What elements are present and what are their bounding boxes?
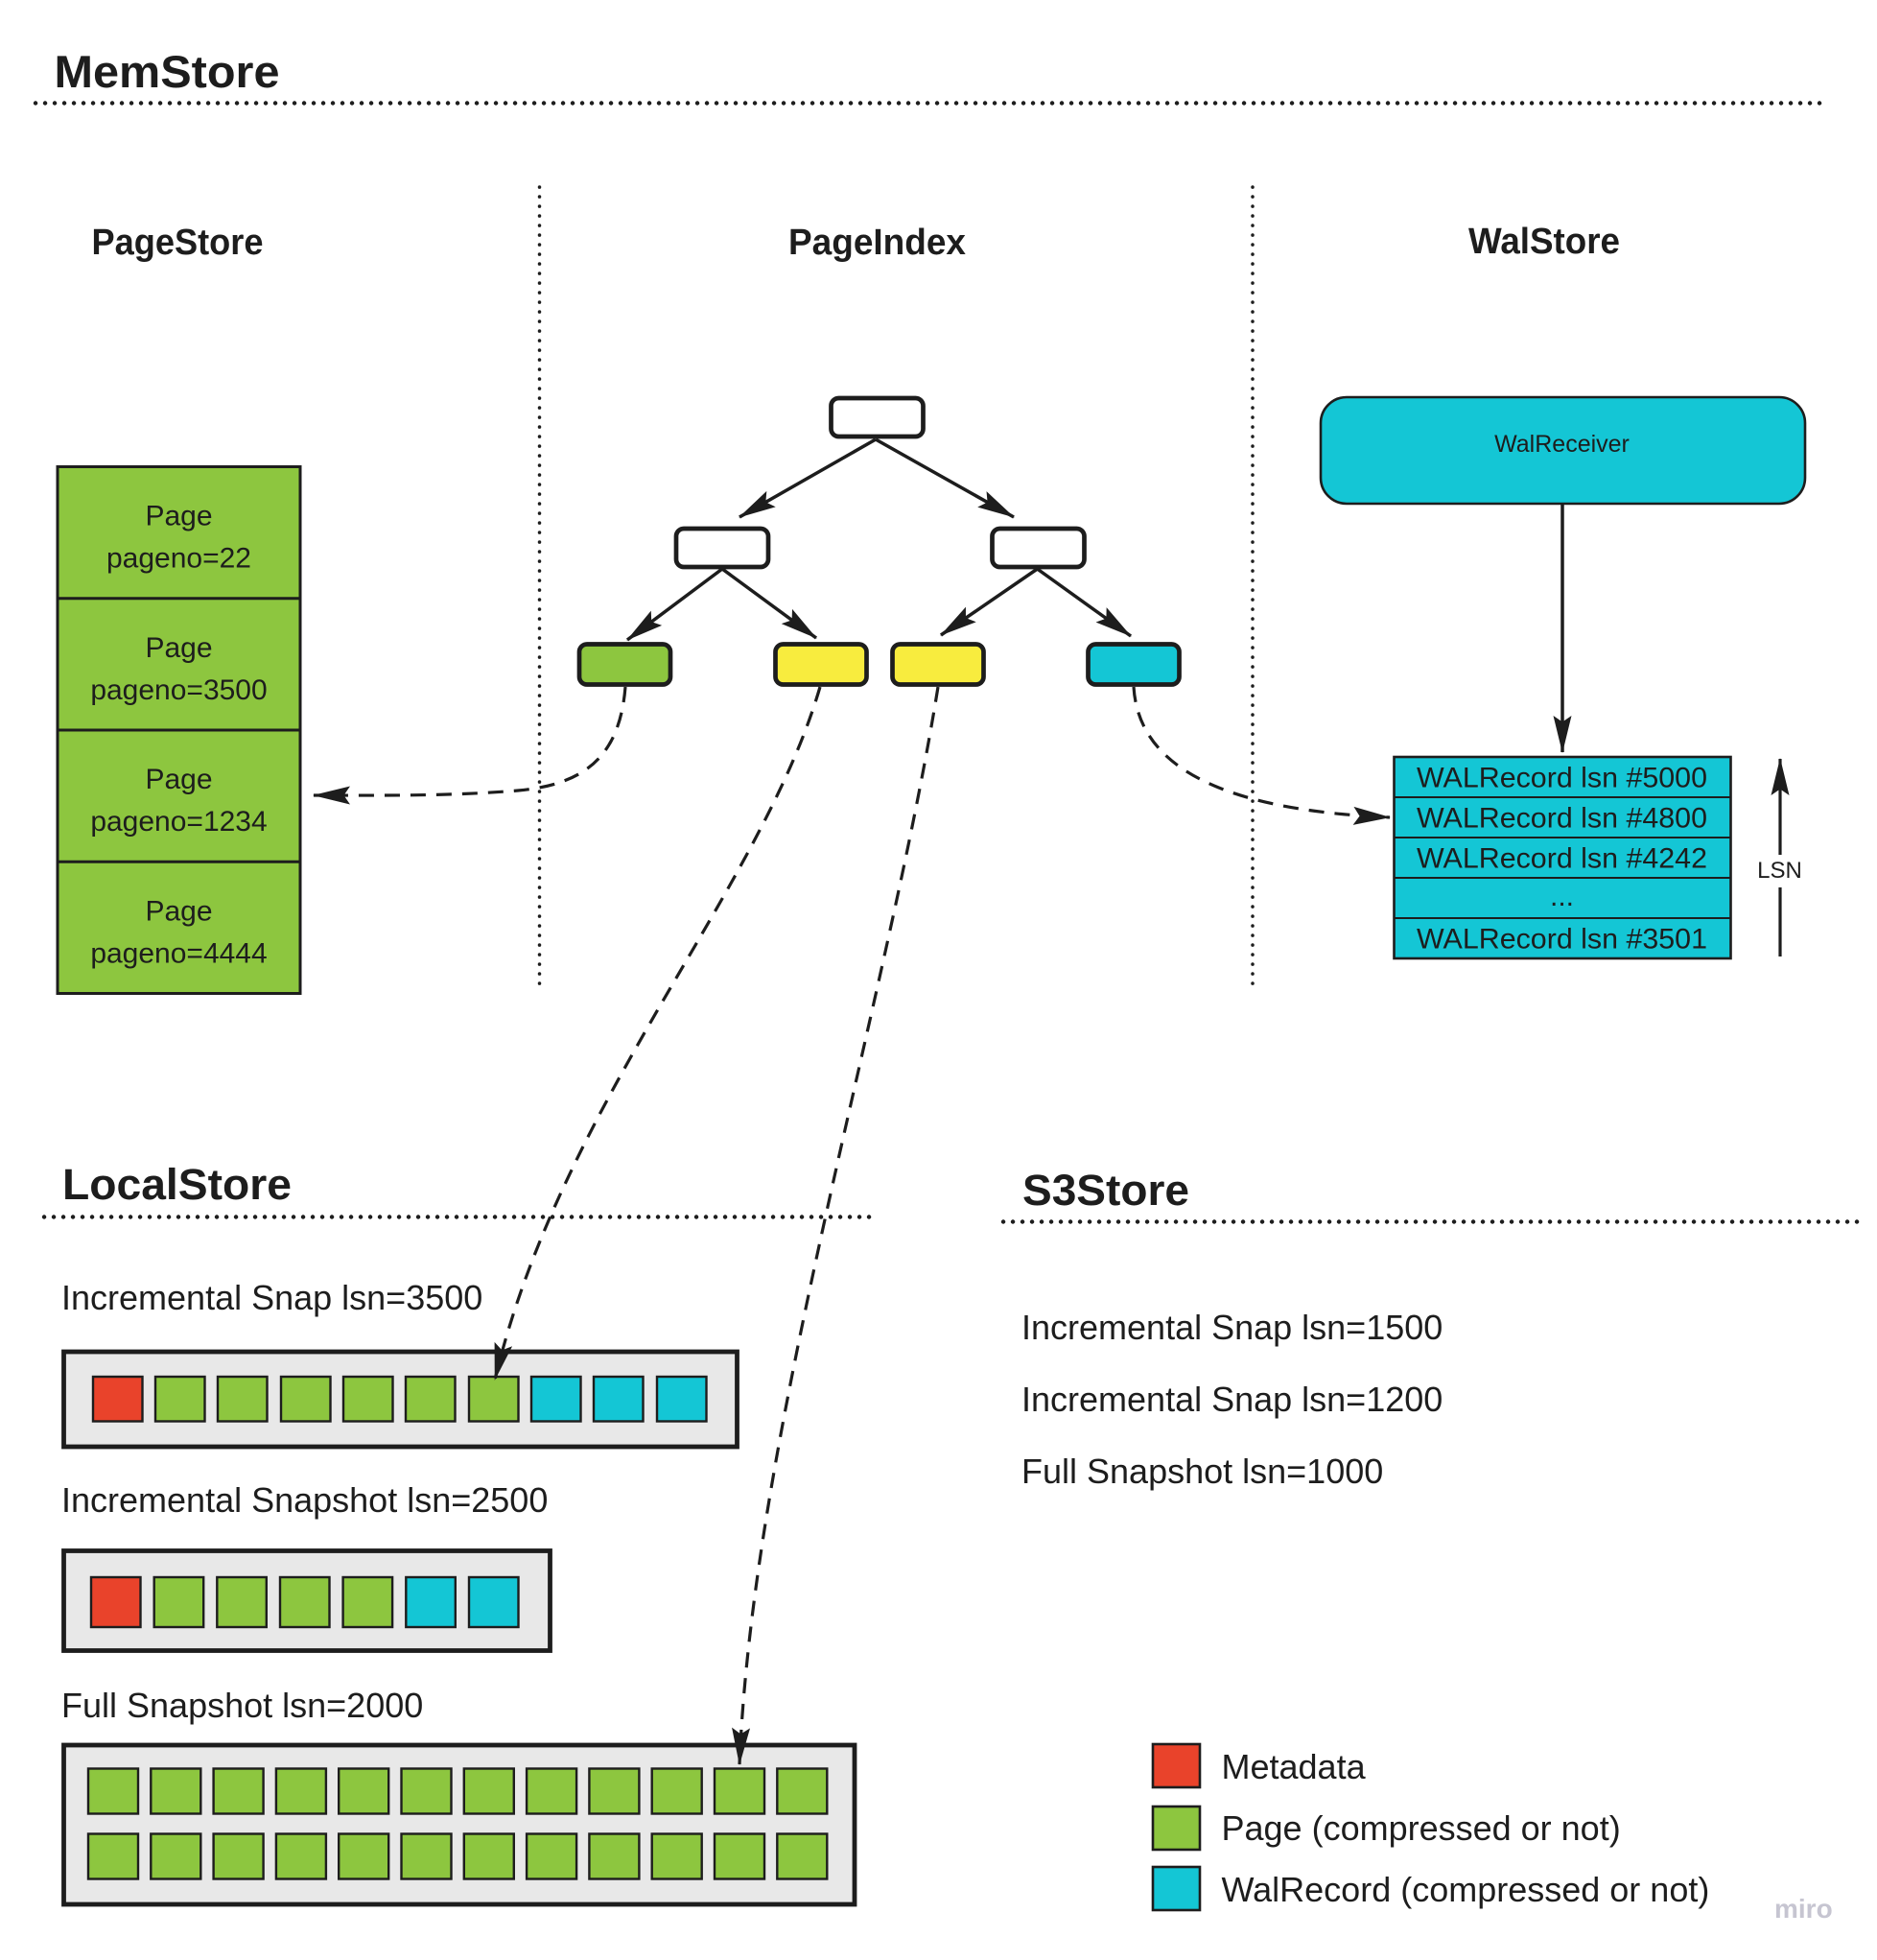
svg-text:Page (compressed or not): Page (compressed or not) — [1222, 1808, 1621, 1848]
svg-text:Incremental Snap lsn=1200: Incremental Snap lsn=1200 — [1021, 1380, 1443, 1419]
svg-text:pageno=22: pageno=22 — [106, 543, 251, 575]
svg-text:pageno=1234: pageno=1234 — [90, 806, 267, 838]
svg-text:WALRecord lsn #4800: WALRecord lsn #4800 — [1417, 803, 1707, 835]
svg-text:Page: Page — [145, 501, 212, 532]
svg-text:...: ... — [1550, 881, 1574, 912]
svg-text:WALRecord lsn #5000: WALRecord lsn #5000 — [1417, 763, 1707, 794]
svg-text:pageno=3500: pageno=3500 — [90, 674, 267, 706]
svg-text:pageno=4444: pageno=4444 — [90, 938, 267, 970]
svg-text:PageStore: PageStore — [92, 223, 264, 263]
svg-text:Incremental Snap lsn=1500: Incremental Snap lsn=1500 — [1021, 1308, 1443, 1347]
svg-text:WALRecord lsn #4242: WALRecord lsn #4242 — [1417, 843, 1707, 875]
svg-text:WalStore: WalStore — [1468, 222, 1620, 262]
svg-text:miro: miro — [1774, 1894, 1833, 1924]
svg-text:LocalStore: LocalStore — [62, 1160, 292, 1209]
svg-text:WalReceiver: WalReceiver — [1494, 431, 1630, 458]
svg-text:Incremental Snap lsn=3500: Incremental Snap lsn=3500 — [61, 1278, 482, 1317]
svg-text:PageIndex: PageIndex — [788, 223, 966, 263]
svg-text:Full Snapshot lsn=1000: Full Snapshot lsn=1000 — [1021, 1452, 1383, 1491]
svg-text:S3Store: S3Store — [1022, 1166, 1189, 1215]
svg-text:Page: Page — [145, 632, 212, 664]
svg-text:MemStore: MemStore — [55, 46, 280, 97]
svg-text:WALRecord lsn #3501: WALRecord lsn #3501 — [1417, 924, 1707, 956]
svg-text:LSN: LSN — [1757, 858, 1802, 884]
svg-text:Page: Page — [145, 896, 212, 928]
svg-text:Metadata: Metadata — [1222, 1747, 1367, 1786]
svg-text:Page: Page — [145, 764, 212, 795]
svg-text:WalRecord (compressed or not): WalRecord (compressed or not) — [1222, 1870, 1710, 1909]
svg-text:Full Snapshot lsn=2000: Full Snapshot lsn=2000 — [61, 1686, 423, 1725]
svg-text:Incremental Snapshot lsn=2500: Incremental Snapshot lsn=2500 — [61, 1480, 548, 1520]
